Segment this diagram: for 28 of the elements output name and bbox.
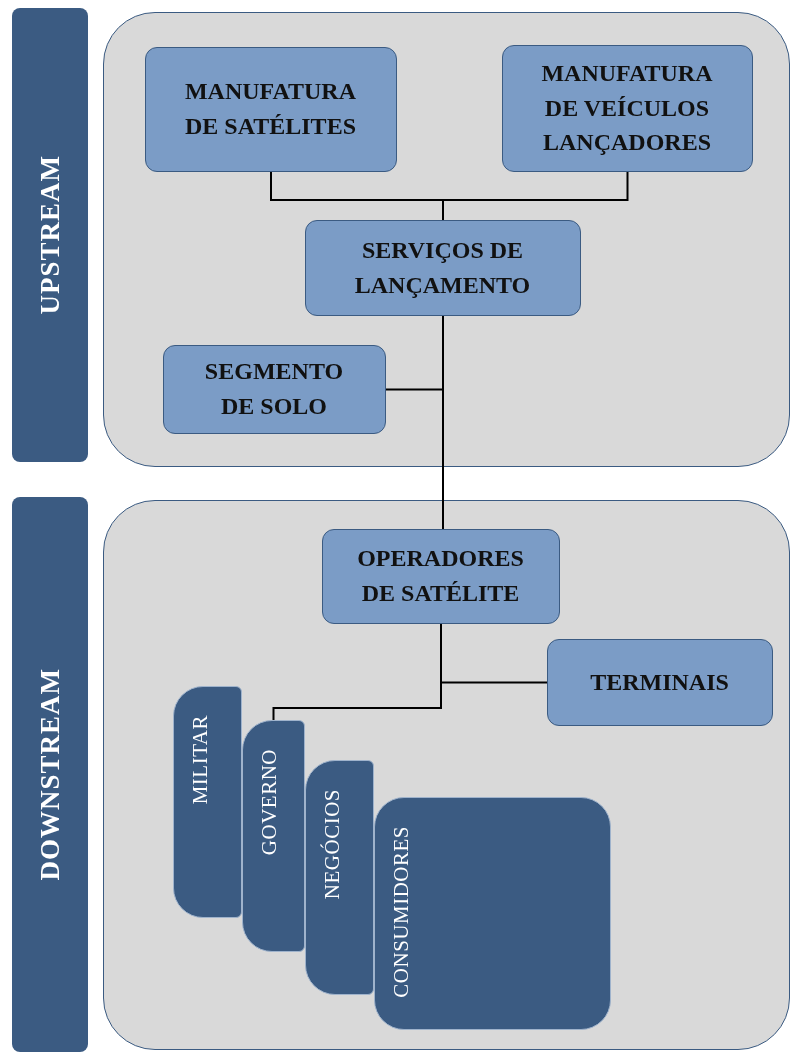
process-box <box>321 528 560 624</box>
box-label: SEGMENTO DE SOLO <box>203 357 345 421</box>
segment-label: NEGÓCIOS <box>319 788 345 899</box>
box-label: MANUFATURA DE VEÍCULOS LANÇADORES <box>540 58 714 158</box>
section-band <box>12 497 88 1052</box>
section-label: DOWNSTREAM <box>34 668 66 881</box>
section-band <box>12 8 88 462</box>
box-label: MANUFATURA DE SATÉLITES <box>183 77 358 141</box>
segment-label: MILITAR <box>187 714 213 804</box>
segment-card <box>304 759 374 995</box>
connector-line <box>442 171 629 221</box>
connector-line <box>272 623 442 721</box>
segment-card <box>172 685 242 918</box>
segment-card <box>241 719 305 952</box>
box-label: OPERADORES DE SATÉLITE <box>356 544 525 608</box>
segment-label: CONSUMIDORES <box>388 825 414 998</box>
process-box <box>304 219 581 316</box>
process-box <box>501 44 753 172</box>
section-panel <box>103 12 790 467</box>
box-label: SERVIÇOS DE LANÇAMENTO <box>353 235 532 300</box>
segment-card <box>373 796 611 1030</box>
box-label: TERMINAIS <box>590 667 729 697</box>
process-box <box>144 46 397 172</box>
segment-label: GOVERNO <box>256 748 282 855</box>
section-label: UPSTREAM <box>34 155 66 315</box>
section-panel <box>103 500 790 1050</box>
process-box <box>546 638 773 726</box>
process-box <box>162 344 386 434</box>
